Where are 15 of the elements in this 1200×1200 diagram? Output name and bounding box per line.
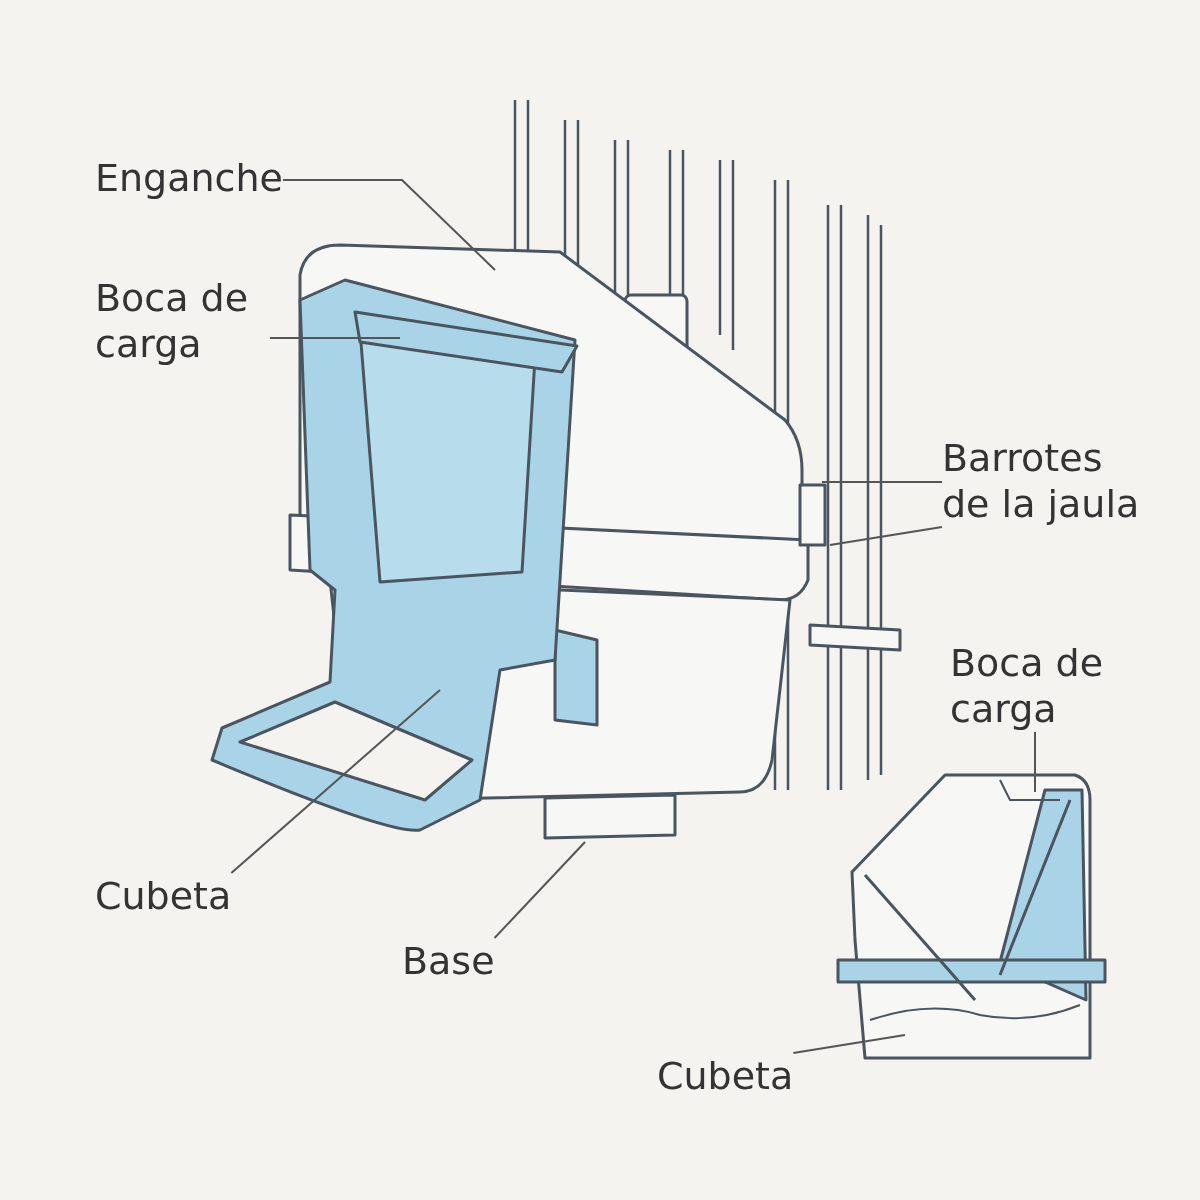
leader-line <box>1034 731 1036 793</box>
part-label: Cubeta <box>657 1053 794 1099</box>
leader-line <box>230 689 441 874</box>
leader-line <box>792 1034 906 1054</box>
leader-line <box>829 526 943 546</box>
leader-line <box>821 481 943 483</box>
part-label: Base <box>402 938 495 984</box>
part-label: Boca de carga <box>95 275 270 367</box>
part-label: Barrotes de la jaula <box>942 435 1152 527</box>
leader-line <box>269 337 401 339</box>
part-label: Boca de carga <box>950 640 1125 732</box>
part-label: Enganche <box>95 155 283 201</box>
leader-line <box>493 841 586 939</box>
part-label: Cubeta <box>95 873 232 919</box>
leader-line <box>281 179 496 271</box>
